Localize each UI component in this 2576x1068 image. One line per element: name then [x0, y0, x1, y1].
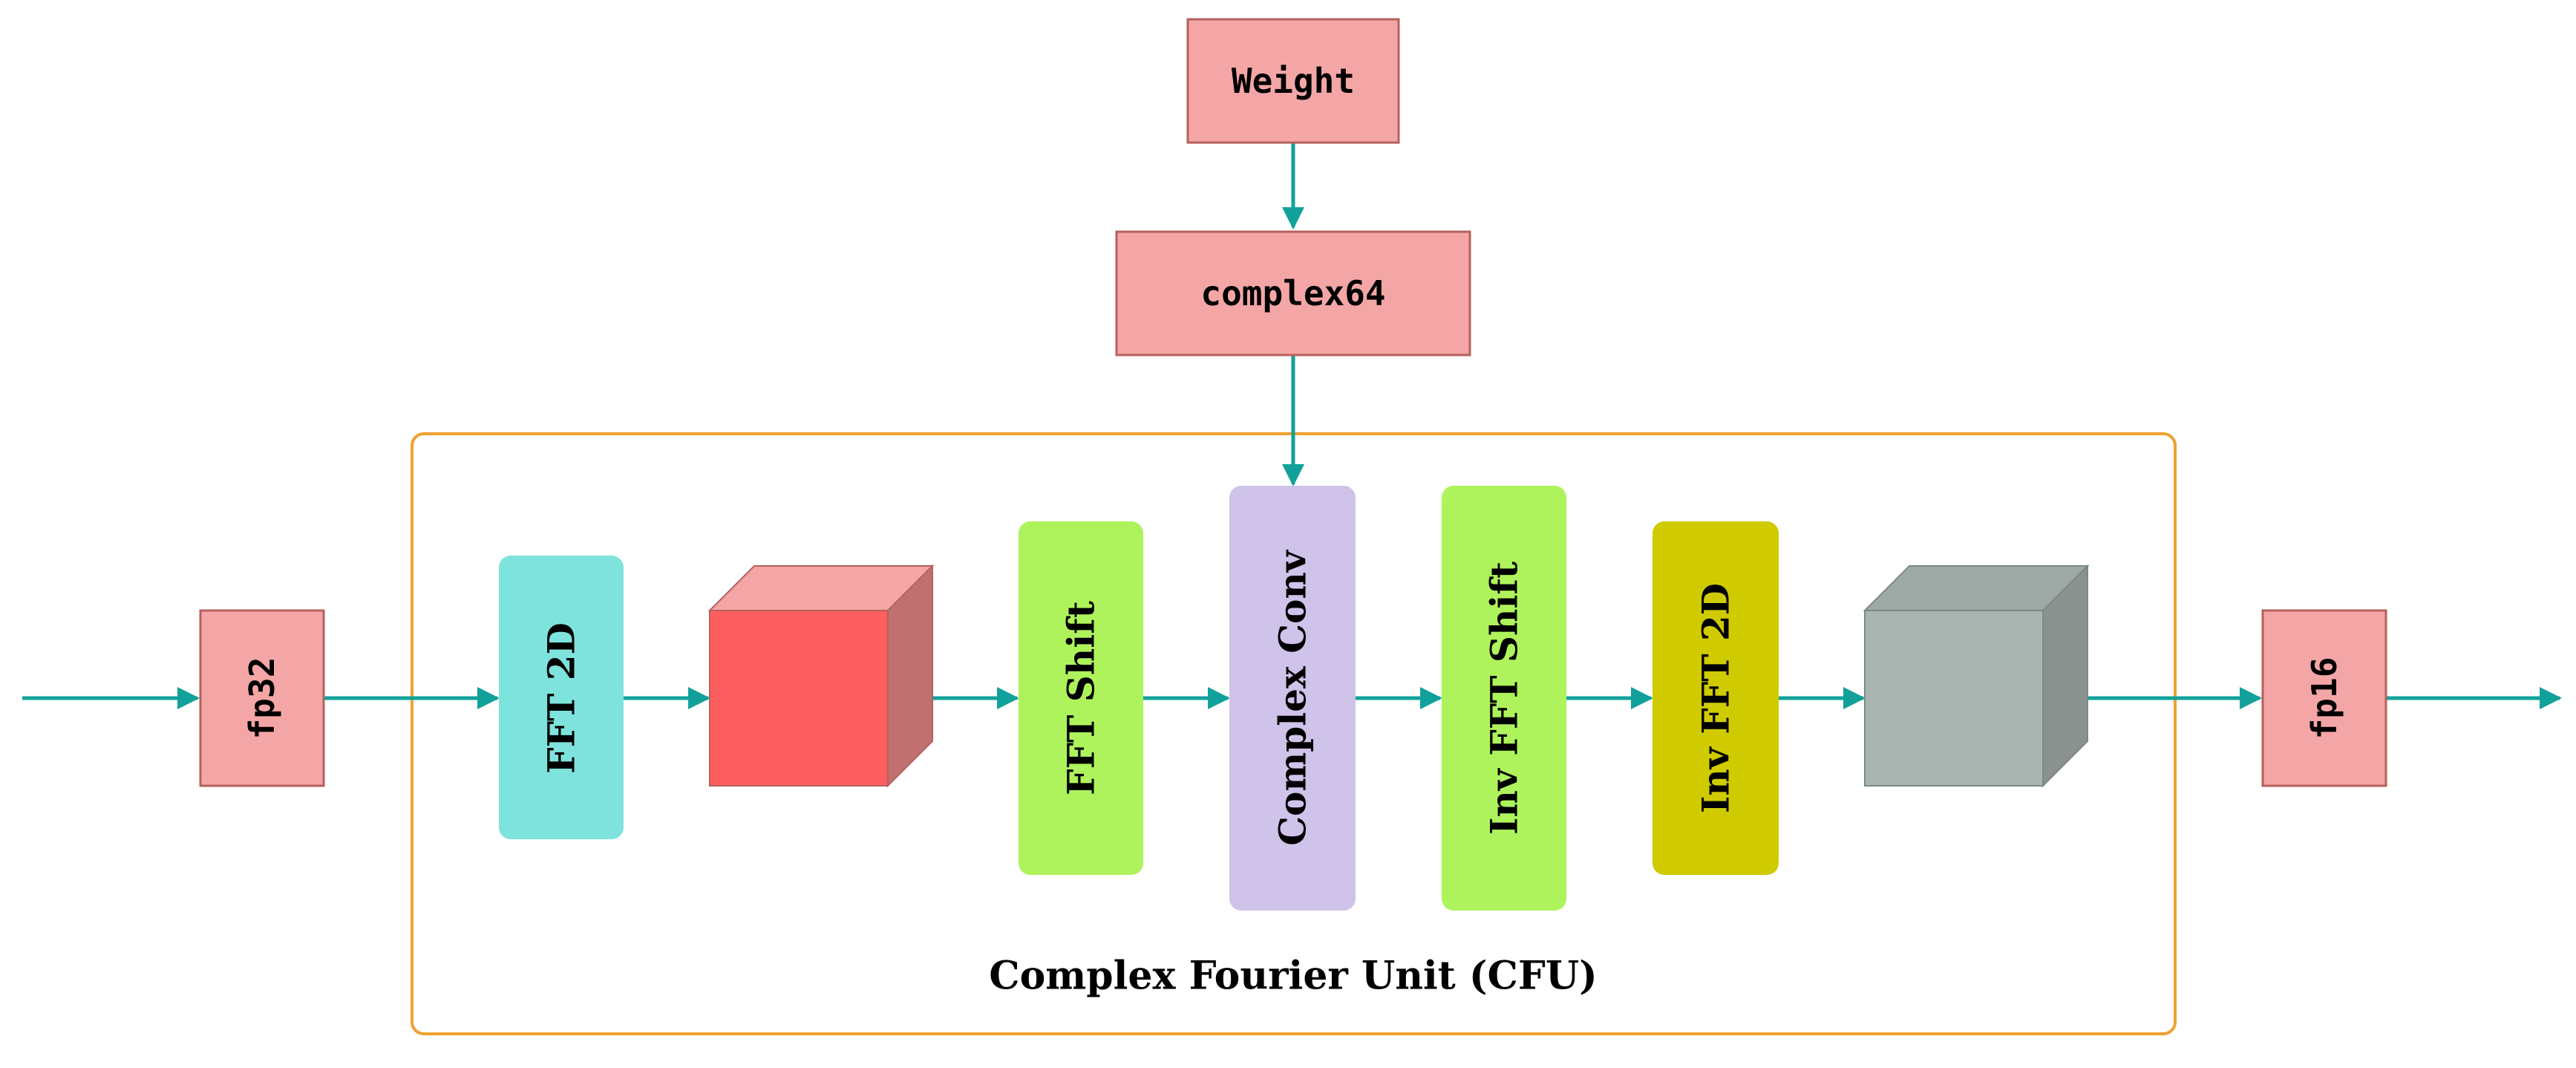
- complex64-label: complex64: [1200, 273, 1385, 313]
- fft2d-label: FFT 2D: [540, 622, 583, 774]
- fft-shift-label: FFT Shift: [1059, 601, 1103, 795]
- inv-fft-shift-label: Inv FFT Shift: [1482, 561, 1526, 835]
- frequency-tensor-cube: [707, 564, 935, 788]
- cfu-caption: Complex Fourier Unit (CFU): [989, 954, 1598, 999]
- fft2d-block: FFT 2D: [499, 556, 624, 839]
- fp32-label: fp32: [242, 657, 282, 740]
- complex-conv-label: Complex Conv: [1271, 549, 1315, 846]
- complex64-box: complex64: [1115, 230, 1471, 356]
- complex-conv-block: Complex Conv: [1229, 486, 1356, 911]
- inv-fft2d-block: Inv FFT 2D: [1653, 521, 1779, 875]
- weight-box: Weight: [1186, 18, 1400, 144]
- weight-label: Weight: [1232, 61, 1355, 101]
- inv-fft-shift-block: Inv FFT Shift: [1442, 486, 1566, 911]
- fp16-box: fp16: [2261, 609, 2387, 787]
- fp32-box: fp32: [199, 609, 325, 787]
- fp16-label: fp16: [2304, 657, 2344, 740]
- fft-shift-block: FFT Shift: [1019, 521, 1143, 875]
- spatial-tensor-cube: [1863, 564, 2090, 788]
- inv-fft2d-label: Inv FFT 2D: [1694, 583, 1738, 813]
